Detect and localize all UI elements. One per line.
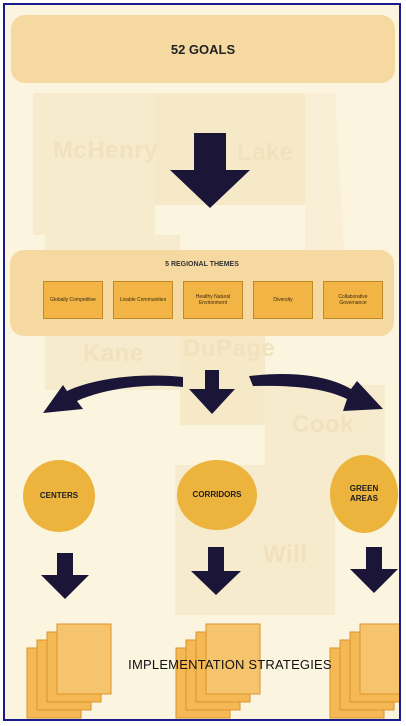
goals-label: 52 GOALS	[170, 41, 236, 57]
county-label-lake: Lake	[237, 139, 294, 166]
arrow-centers-down	[41, 553, 89, 599]
county-label-cook: Cook	[292, 411, 354, 438]
arrow-goals-to-themes	[170, 133, 250, 208]
theme-globally-competitive: Globally Competitive	[43, 281, 103, 319]
theme-healthy-natural-environment: Healthy Natural Environment	[183, 281, 243, 319]
arrow-themes-to-centers	[43, 375, 183, 413]
page-stack-middle	[175, 623, 261, 719]
diagram-frame: McHenry Lake Kane DuPage Cook Will 52 GO…	[3, 3, 401, 721]
county-label-mchenry: McHenry	[53, 137, 158, 164]
page-stack-left	[26, 623, 112, 719]
regional-themes-box: 5 REGIONAL THEMES Globally Competitive L…	[10, 250, 394, 336]
implementation-strategies-label: IMPLEMENTATION STRATEGIES	[128, 657, 332, 672]
county-label-dupage: DuPage	[183, 335, 276, 362]
theme-collaborative-governance: Collaborative Governance	[323, 281, 383, 319]
themes-title: 5 REGIONAL THEMES	[165, 261, 239, 268]
arrow-themes-to-corridors	[189, 370, 235, 414]
arrow-themes-to-green-areas	[249, 373, 383, 411]
county-label-kane: Kane	[83, 340, 144, 367]
oval-green-areas-label: GREEN AREAS	[349, 484, 379, 503]
arrow-corridors-down	[191, 547, 241, 595]
goals-box: 52 GOALS	[11, 15, 395, 83]
oval-corridors: CORRIDORS	[177, 460, 257, 530]
theme-diversity: Diversity	[253, 281, 313, 319]
oval-centers: CENTERS	[23, 460, 95, 532]
page-stack-right	[329, 623, 399, 719]
oval-centers-label: CENTERS	[39, 491, 79, 500]
oval-green-areas: GREEN AREAS	[330, 455, 398, 533]
theme-livable-communities: Livable Communities	[113, 281, 173, 319]
county-label-will: Will	[263, 541, 308, 568]
oval-corridors-label: CORRIDORS	[192, 490, 242, 499]
flow-arrows	[26, 133, 399, 719]
arrow-green-areas-down	[350, 547, 398, 593]
